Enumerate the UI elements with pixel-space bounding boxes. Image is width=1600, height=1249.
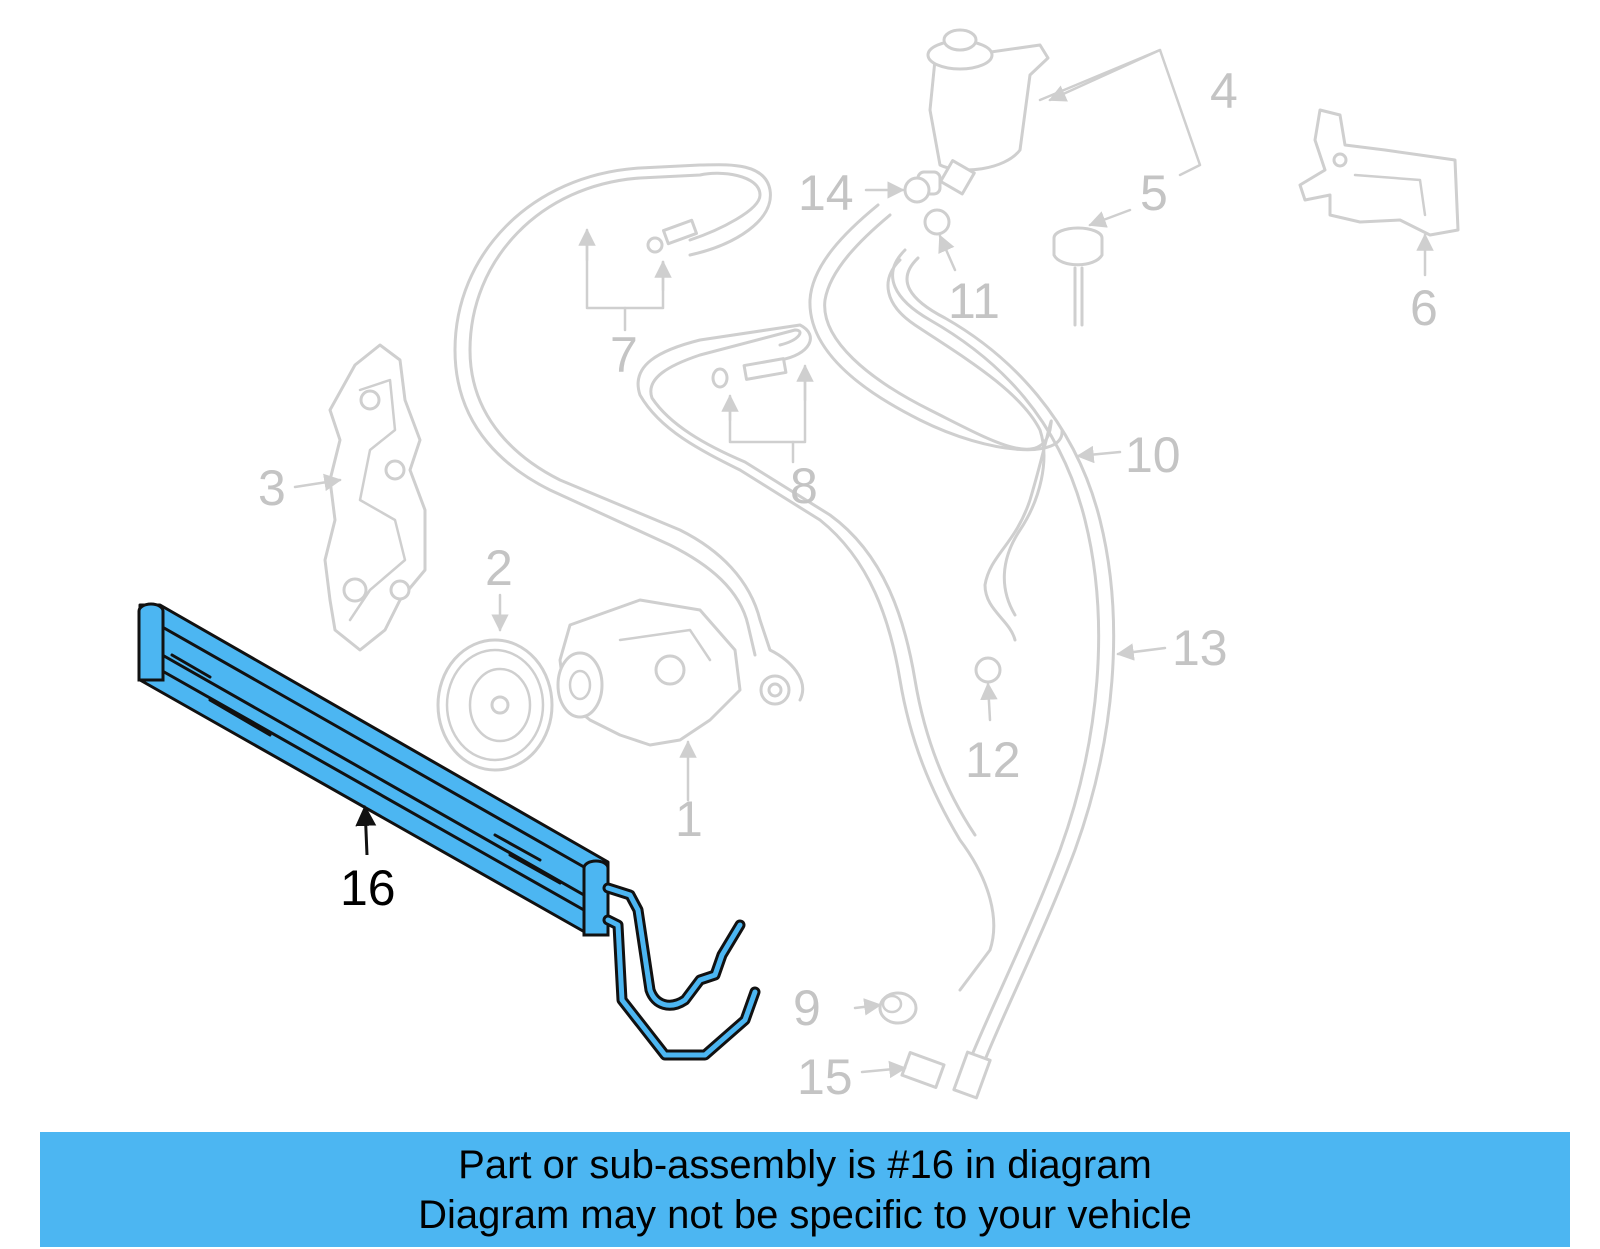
callout-13: 13 xyxy=(1172,620,1228,676)
callout-14: 14 xyxy=(798,165,854,221)
suction-hose-part-10 xyxy=(808,203,1064,642)
callout-7: 7 xyxy=(610,327,638,383)
banner-line-2: Diagram may not be specific to your vehi… xyxy=(418,1192,1192,1237)
return-line-part-13 xyxy=(891,248,1116,1100)
cooler-part-16 xyxy=(137,602,761,1061)
info-banner: Part or sub-assembly is #16 in diagram D… xyxy=(40,1132,1570,1247)
callout-9: 9 xyxy=(793,980,821,1036)
label-part-15 xyxy=(900,1051,946,1089)
callout-12: 12 xyxy=(965,732,1021,788)
callout-16: 16 xyxy=(340,860,396,916)
engine-bracket-part-3 xyxy=(323,343,427,652)
pulley-part-2 xyxy=(436,638,554,772)
return-hose-part-8 xyxy=(636,323,996,992)
callout-15: 15 xyxy=(797,1049,853,1105)
callout-8: 8 xyxy=(790,458,818,514)
callout-6: 6 xyxy=(1410,280,1438,336)
reservoir-part-4 xyxy=(916,28,1050,196)
clamp-part-11 xyxy=(923,208,951,236)
bracket-part-6 xyxy=(1298,108,1460,237)
clamp-part-9 xyxy=(878,991,918,1025)
callout-2: 2 xyxy=(485,540,513,596)
cap-part-5 xyxy=(1052,226,1104,327)
clamp-part-12 xyxy=(974,656,1002,684)
callout-4: 4 xyxy=(1210,63,1238,119)
callout-1: 1 xyxy=(675,791,703,847)
pump-part-1 xyxy=(556,598,742,747)
leader-lines xyxy=(293,48,1434,1079)
pressure-hose-part-7 xyxy=(453,163,805,706)
callout-3: 3 xyxy=(258,460,286,516)
banner-line-1: Part or sub-assembly is #16 in diagram xyxy=(458,1142,1152,1187)
callout-11: 11 xyxy=(948,273,1000,329)
callout-5: 5 xyxy=(1140,165,1168,221)
callout-10: 10 xyxy=(1125,427,1181,483)
clamp-part-14 xyxy=(903,176,931,204)
